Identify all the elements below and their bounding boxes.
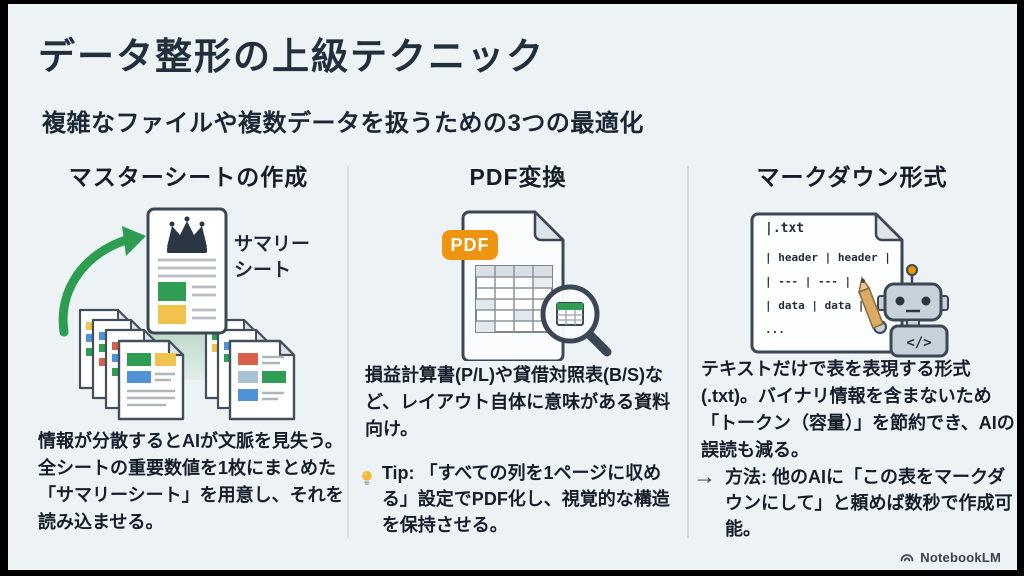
master-sheet-document-icon bbox=[146, 207, 228, 335]
master-sheet-graphic bbox=[58, 207, 296, 421]
pdf-badge: PDF bbox=[442, 230, 498, 260]
notebooklm-logo-icon bbox=[900, 554, 914, 562]
lightbulb-icon bbox=[362, 471, 372, 485]
markdown-graphic: </> bbox=[750, 212, 949, 358]
master-body-text: 情報が分散するとAIが文脈を見失う。全シートの重要数値を1枚にまとめた「サマリー… bbox=[38, 431, 344, 532]
document-stack-right-icon bbox=[204, 318, 296, 421]
pdf-illustration: PDF bbox=[418, 206, 618, 363]
column-markdown: マークダウン形式 bbox=[689, 156, 1015, 570]
code-line: | --- | --- | bbox=[765, 275, 852, 288]
robot-icon: </> bbox=[857, 264, 949, 358]
code-line: | header | header | bbox=[765, 251, 891, 264]
heading-markdown: マークダウン形式 bbox=[756, 164, 948, 190]
green-arrow-icon bbox=[58, 226, 146, 337]
column-divider bbox=[347, 166, 349, 538]
method-label: 方法: bbox=[725, 467, 767, 487]
markdown-body-text: テキストだけで表を表現する形式(.txt)。バイナリ情報を含まないため「トークン… bbox=[701, 359, 1015, 460]
column-pdf: PDF変換 bbox=[349, 156, 687, 570]
document-stack-left-icon bbox=[78, 308, 185, 421]
page-subtitle: 複雑なファイルや複数データを扱うための3つの最適化 bbox=[42, 110, 644, 137]
tip-label: Tip: bbox=[381, 463, 415, 483]
slide: データ整形の上級テクニック 複雑なファイルや複数データを扱うための3つの最適化 … bbox=[8, 4, 1017, 570]
notebooklm-brand-label: NotebookLM bbox=[920, 549, 1001, 565]
arrow-right-icon: → bbox=[693, 463, 716, 489]
method-text: 方法: 他のAIに「この表をマークダウンにして」と頼めば数秒で作成可能。 bbox=[725, 467, 1013, 540]
columns-area: マスターシートの作成 bbox=[8, 156, 1017, 570]
pdf-badge-label: PDF bbox=[451, 235, 490, 255]
robot-code-badge: </> bbox=[906, 335, 931, 351]
page-title: データ整形の上級テクニック bbox=[38, 36, 545, 77]
code-line: ... bbox=[765, 323, 785, 336]
method-row: → 方法: 他のAIに「この表をマークダウンにして」と頼めば数秒で作成可能。 bbox=[693, 463, 1015, 542]
pdf-graphic: PDF bbox=[442, 210, 612, 363]
code-line: |.txt bbox=[765, 221, 805, 236]
column-master-sheet: マスターシートの作成 bbox=[30, 156, 347, 570]
magnifier-icon bbox=[540, 284, 612, 357]
code-line: | data | data | bbox=[765, 299, 865, 312]
tip-row: Tip: 「すべての列を1ページに収める」設定でPDF化し、視覚的な構造を保持さ… bbox=[361, 460, 685, 538]
footer-brand: NotebookLM bbox=[899, 549, 1001, 565]
pdf-body-text: 損益計算書(P/L)や貸借対照表(B/S)など、レイアウト自体に意味がある資料向… bbox=[365, 365, 671, 439]
markdown-code-block: |.txt | header | header | | --- | --- | … bbox=[765, 221, 897, 342]
table-grid-icon bbox=[475, 265, 553, 333]
markdown-illustration: </> |.txt | header | header | | --- | --… bbox=[707, 208, 997, 358]
heading-master-sheet: マスターシートの作成 bbox=[68, 164, 309, 190]
heading-pdf: PDF変換 bbox=[469, 164, 567, 190]
crown-icon bbox=[167, 216, 207, 253]
summary-sheet-label: サマリー シート bbox=[234, 234, 311, 281]
column-divider bbox=[687, 166, 689, 538]
master-sheet-illustration: サマリー シート bbox=[38, 202, 338, 427]
tip-text: Tip: 「すべての列を1ページに収める」設定でPDF化し、視覚的な構造を保持さ… bbox=[381, 463, 670, 536]
